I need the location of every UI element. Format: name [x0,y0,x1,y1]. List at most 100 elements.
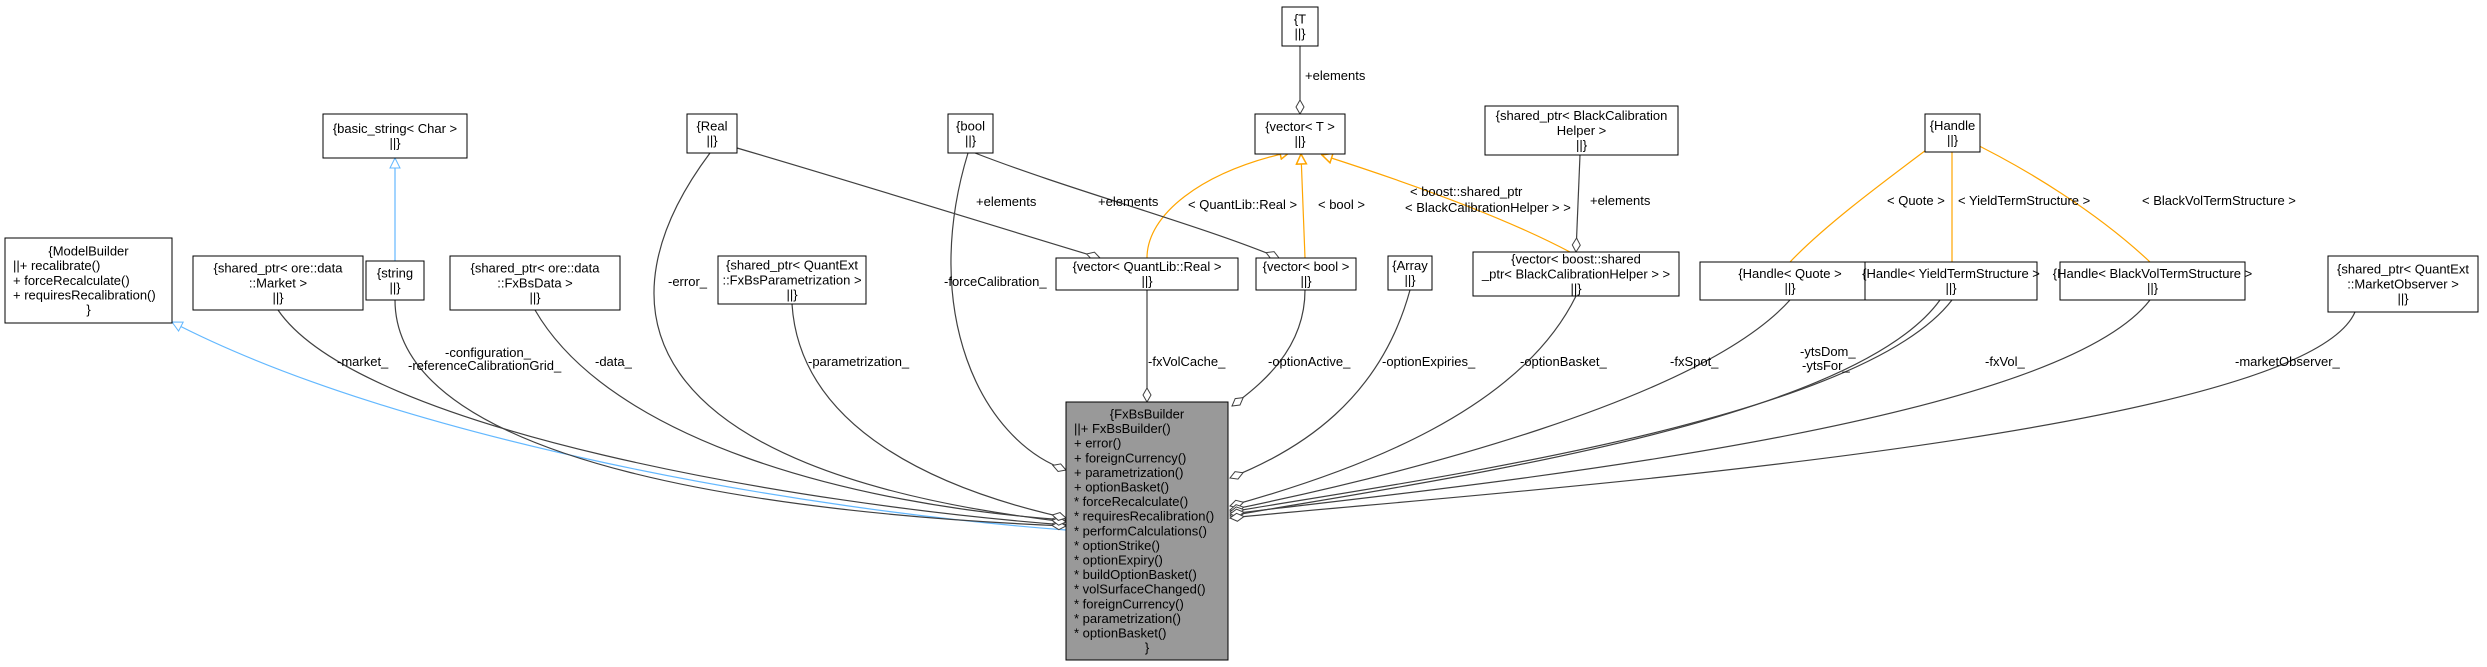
class-text-line: ||+ recalibrate() [13,258,100,273]
label-quantlib-real: < QuantLib::Real > [1188,197,1297,212]
class-text-line: {vector< QuantLib::Real > [1073,259,1222,274]
class-text-line: ||} [1404,273,1416,288]
class-box [1387,255,1433,291]
class-text-line: ||+ FxBsBuilder() [1074,421,1171,436]
class-node-basic-string[interactable]: {basic_string< Char >||} [322,113,468,159]
class-text-line: + parametrization() [1074,465,1183,480]
class-box [1864,261,2038,301]
class-node-shared-ptr-fxbsparam[interactable]: {shared_ptr< QuantExt::FxBsParametrizati… [717,255,867,305]
label-bch-elements: +elements [1590,193,1651,208]
class-node-model-builder[interactable]: {ModelBuilder||+ recalibrate()+ forceRec… [4,237,173,324]
label-data: -data_ [595,354,633,369]
label-yts-dom: -ytsDom_ [1800,344,1856,359]
class-box [2327,255,2479,313]
class-box [449,255,621,311]
class-text-line: {Array [1392,258,1428,273]
class-node-shared-ptr-fxbsdata[interactable]: {shared_ptr< ore::data::FxBsData >||} [449,255,621,311]
class-node-vector-t[interactable]: {vector< T >||} [1254,113,1346,155]
class-text-line: ::FxBsData > [497,275,573,290]
class-node-vector-bool[interactable]: {vector< bool >||} [1255,257,1357,291]
class-text-line: * optionBasket() [1074,626,1167,641]
class-text-line: ||} [1141,274,1153,289]
class-node-shared-ptr-market[interactable]: {shared_ptr< ore::data::Market >||} [192,255,364,311]
class-box [192,255,364,311]
label-real-elements: +elements [976,194,1037,209]
label-bool-tmpl: < bool > [1318,197,1365,212]
edge-bool-elements [974,152,1280,260]
edge-option-expiries [1229,289,1411,480]
class-text-line: ::FxBsParametrization > [722,272,861,287]
class-node-handle-quote[interactable]: {Handle< Quote >||} [1699,261,1881,301]
class-text-line: {shared_ptr< ore::data [470,261,600,276]
class-text-line: * volSurfaceChanged() [1074,582,1206,597]
edge-force-calibration [950,152,1067,473]
edge-option-basket [1229,295,1577,509]
class-text-line: ||} [1300,274,1312,289]
label-yts-tmpl: < YieldTermStructure > [1958,193,2090,208]
label-fx-vol: -fxVol_ [1985,354,2026,369]
class-text-line: Helper > [1557,123,1607,138]
label-configuration: -configuration_ [445,345,532,360]
class-box [686,113,738,154]
inherit-edge-model-builder [172,321,1067,531]
class-node-fxbs-builder[interactable]: {FxBsBuilder||+ FxBsBuilder()+ error()+ … [1065,401,1229,661]
class-text-line: {vector< boost::shared [1511,252,1641,267]
label-reference-grid: -referenceCalibrationGrid_ [408,358,562,373]
class-text-line: {Handle< Quote > [1738,266,1841,281]
class-text-line: * optionStrike() [1074,538,1160,553]
class-text-line: {bool [956,119,985,134]
class-node-vector-bch[interactable]: {vector< boost::shared_ptr< BlackCalibra… [1472,251,1680,297]
class-text-line: _ptr< BlackCalibrationHelper > > [1481,266,1670,281]
edge-fx-spot [1229,299,1791,514]
class-text-line: + forceRecalculate() [13,273,130,288]
class-text-line: ||} [1784,281,1796,296]
class-text-line: * requiresRecalibration() [1074,509,1214,524]
label-force-calibration: -forceCalibration_ [944,274,1047,289]
class-box [4,237,173,324]
class-text-line: {Handle [1930,118,1976,133]
class-text-line: {shared_ptr< ore::data [213,261,343,276]
label-market: -market_ [337,354,389,369]
class-node-vector-real[interactable]: {vector< QuantLib::Real >||} [1055,257,1239,291]
edge-parametrization [791,303,1067,521]
class-node-t[interactable]: {T||} [1281,6,1319,47]
class-node-handle[interactable]: {Handle||} [1924,113,1981,153]
class-text-line: {shared_ptr< QuantExt [2337,262,2469,277]
edge-data [534,309,1068,525]
template-edge-vector-bch [1322,155,1571,253]
class-node-shared-ptr-bch[interactable]: {shared_ptr< BlackCalibrationHelper >||} [1484,105,1679,156]
class-text-line: ||} [389,280,401,295]
class-node-string[interactable]: {string||} [365,260,425,301]
class-node-array[interactable]: {Array||} [1387,255,1433,291]
edge-configuration [394,299,1068,531]
class-text-line: + requiresRecalibration() [13,287,156,302]
class-box [1484,105,1679,156]
class-text-line: * parametrization() [1074,611,1181,626]
class-node-bool[interactable]: {bool||} [947,113,994,154]
class-text-line: ||} [965,133,977,148]
class-text-line: ||} [1294,26,1306,41]
class-text-line: ::MarketObserver > [2347,276,2459,291]
class-box [1055,257,1239,291]
class-text-line: } [86,302,91,317]
class-text-line: + optionBasket() [1074,480,1169,495]
label-error: -error_ [668,274,708,289]
class-node-real[interactable]: {Real||} [686,113,738,154]
class-box [1924,113,1981,153]
class-text-line: {shared_ptr< QuantExt [726,258,858,273]
class-box [2059,261,2246,301]
label-fx-spot: -fxSpot_ [1670,354,1719,369]
class-text-line: ||} [1947,133,1959,148]
class-box [947,113,994,154]
class-text-line: {T [1294,12,1306,27]
class-node-shared-ptr-mo[interactable]: {shared_ptr< QuantExt::MarketObserver >|… [2327,255,2479,313]
label-parametrization: -parametrization_ [808,354,910,369]
class-node-handle-bvts[interactable]: {Handle< BlackVolTermStructure >||} [2053,261,2252,301]
class-text-line: {Real [696,119,727,134]
edge-market-observer [1228,311,2356,522]
class-text-line: {Handle< BlackVolTermStructure > [2053,266,2252,281]
edge-bch-elements [1571,154,1581,254]
class-node-handle-yts[interactable]: {Handle< YieldTermStructure >||} [1862,261,2040,301]
class-text-line: ||} [1294,134,1306,149]
